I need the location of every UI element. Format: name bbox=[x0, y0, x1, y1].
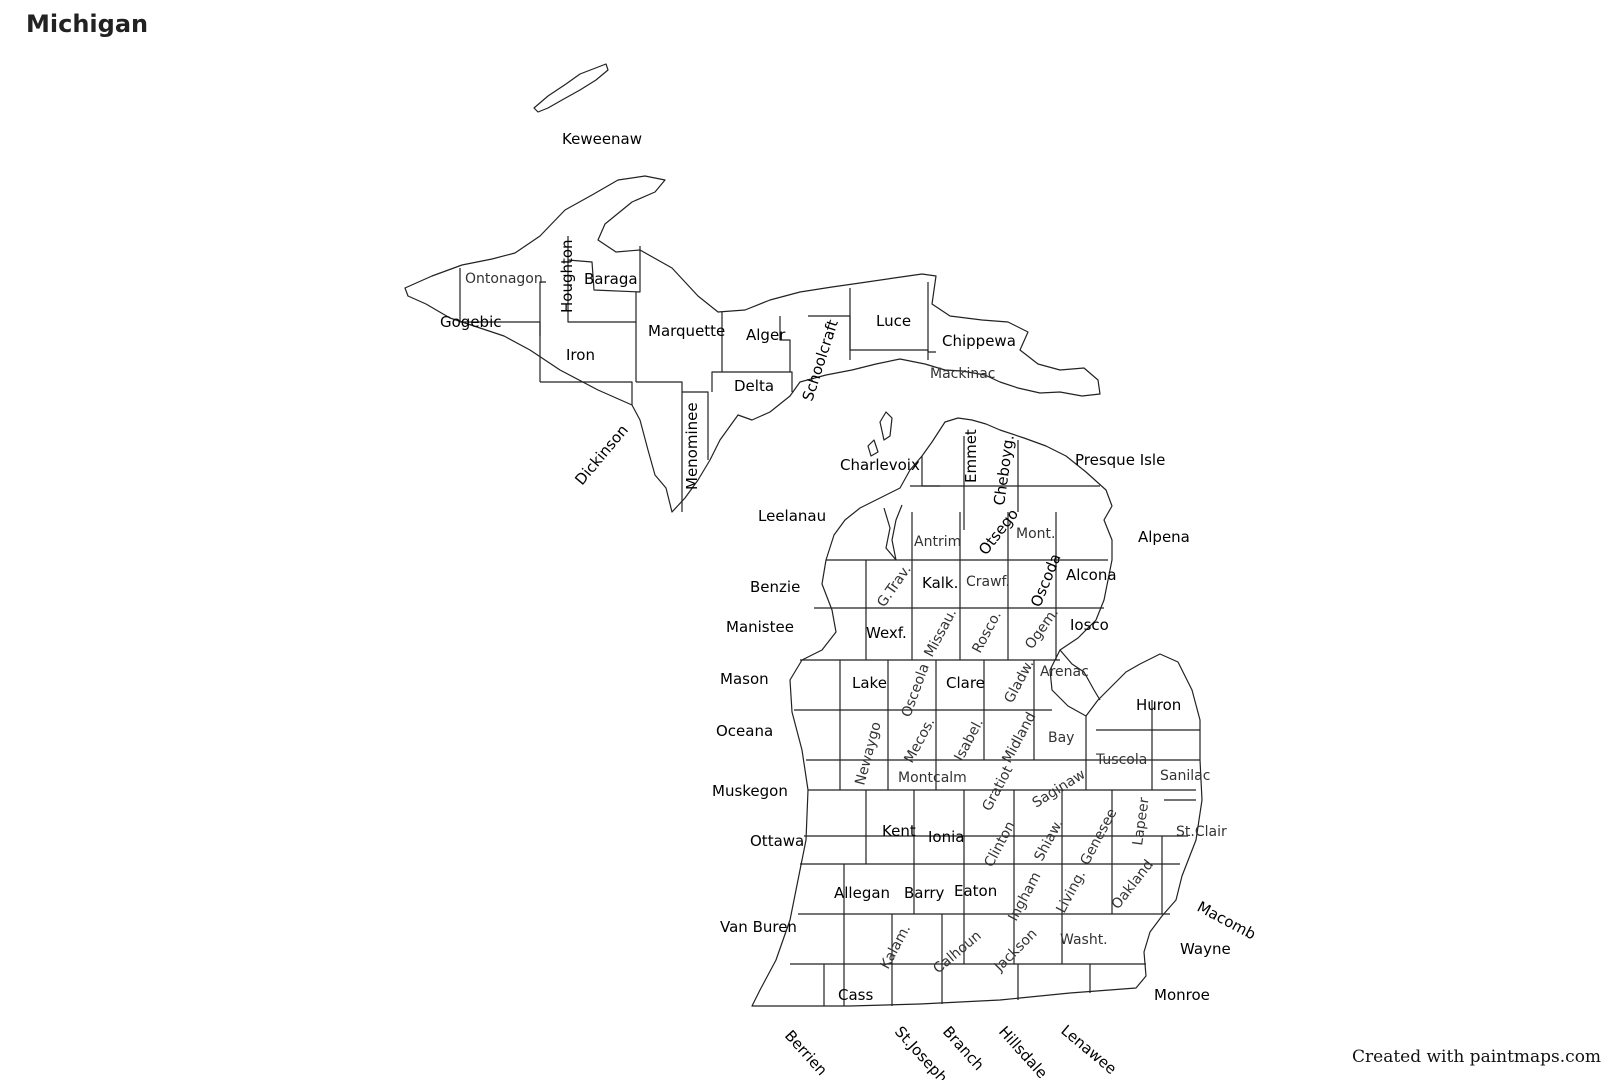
isle-royale-shape bbox=[533, 63, 609, 113]
county-label-ottawa: Ottawa bbox=[750, 832, 804, 850]
county-label-monroe: Monroe bbox=[1154, 986, 1210, 1004]
county-label-cheboyg: Cheboyg. bbox=[990, 434, 1018, 507]
county-label-charlevoix: Charlevoix bbox=[840, 456, 920, 474]
county-label-lenawee: Lenawee bbox=[1057, 1021, 1120, 1078]
county-label-manistee: Manistee bbox=[726, 618, 794, 636]
county-label-gogebic: Gogebic bbox=[440, 313, 502, 331]
county-label-living: Living. bbox=[1053, 868, 1089, 916]
county-label-stclair: St.Clair bbox=[1176, 824, 1227, 840]
county-label-benzie: Benzie bbox=[750, 578, 800, 596]
county-label-keweenaw: Keweenaw bbox=[562, 130, 642, 148]
county-label-mecos: Mecos. bbox=[901, 715, 938, 766]
county-label-baraga: Baraga bbox=[584, 270, 638, 288]
up-county-lines bbox=[459, 236, 936, 512]
county-label-alpena: Alpena bbox=[1138, 528, 1190, 546]
county-label-shiaw: Shiaw. bbox=[1031, 817, 1066, 864]
county-label-antrim: Antrim bbox=[914, 534, 961, 550]
county-label-iron: Iron bbox=[566, 346, 595, 364]
county-label-luce: Luce bbox=[876, 312, 911, 330]
county-label-crawf: Crawf. bbox=[966, 574, 1010, 590]
county-label-schoolcraft: Schoolcraft bbox=[799, 317, 842, 403]
county-label-dickinson: Dickinson bbox=[571, 421, 632, 488]
county-label-rosco: Rosco. bbox=[969, 608, 1004, 656]
county-label-jackson: Jackson bbox=[991, 926, 1041, 976]
county-label-lapeer: Lapeer bbox=[1130, 796, 1153, 846]
county-label-kent: Kent bbox=[882, 822, 916, 840]
county-label-leelanau: Leelanau bbox=[758, 507, 826, 525]
county-label-clinton: Clinton bbox=[981, 819, 1018, 870]
county-label-osceola: Osceola bbox=[899, 662, 933, 720]
county-label-chippewa: Chippewa bbox=[942, 332, 1016, 350]
county-label-midland: Midland bbox=[999, 710, 1039, 766]
county-label-lake: Lake bbox=[852, 674, 887, 692]
county-label-gtrav: G.Trav. bbox=[874, 562, 915, 610]
county-label-mont: Mont. bbox=[1016, 526, 1055, 542]
county-label-oakland: Oakland bbox=[1109, 857, 1157, 913]
county-label-kalk: Kalk. bbox=[922, 574, 958, 592]
county-label-ingham: Ingham bbox=[1005, 870, 1044, 924]
county-label-barry: Barry bbox=[904, 884, 945, 902]
county-label-eaton: Eaton bbox=[954, 882, 997, 900]
beaver-island-shape bbox=[879, 411, 893, 441]
county-label-berrien: Berrien bbox=[781, 1027, 831, 1080]
county-label-delta: Delta bbox=[734, 377, 774, 395]
county-label-cass: Cass bbox=[838, 986, 873, 1004]
county-label-branch: Branch bbox=[939, 1023, 988, 1074]
saginaw-bay-outline bbox=[1059, 649, 1101, 701]
county-label-alcona: Alcona bbox=[1066, 566, 1117, 584]
county-label-ionia: Ionia bbox=[928, 828, 964, 846]
county-label-wexf: Wexf. bbox=[866, 624, 907, 642]
county-label-montcalm: Montcalm bbox=[898, 770, 967, 786]
county-label-macomb: Macomb bbox=[1194, 898, 1259, 944]
county-label-clare: Clare bbox=[946, 674, 985, 692]
lp-county-lines bbox=[790, 436, 1200, 1006]
county-label-houghton: Houghton bbox=[558, 239, 576, 313]
county-label-marquette: Marquette bbox=[648, 322, 725, 340]
county-label-saginaw: Saginaw bbox=[1030, 766, 1089, 811]
county-label-otsego: Otsego bbox=[975, 505, 1022, 558]
county-label-oceana: Oceana bbox=[716, 722, 773, 740]
county-label-muskegon: Muskegon bbox=[712, 782, 788, 800]
county-label-missau: Missau. bbox=[921, 606, 960, 660]
map-title: Michigan bbox=[26, 10, 149, 38]
county-label-mackinac: Mackinac bbox=[930, 366, 996, 382]
county-label-allegan: Allegan bbox=[834, 884, 890, 902]
traverse-bay-outline bbox=[883, 504, 903, 561]
county-label-mason: Mason bbox=[720, 670, 769, 688]
county-label-menominee: Menominee bbox=[683, 402, 701, 490]
county-label-washt: Washt. bbox=[1060, 932, 1108, 948]
county-label-van-buren: Van Buren bbox=[720, 918, 797, 936]
county-label-isabel: Isabel. bbox=[951, 716, 987, 764]
county-label-tuscola: Tuscola bbox=[1095, 752, 1147, 768]
county-label-bay: Bay bbox=[1048, 730, 1074, 746]
county-labels: Keweenaw Ontonagon Houghton Baraga Gogeb… bbox=[440, 130, 1259, 1080]
county-label-wayne: Wayne bbox=[1180, 940, 1231, 958]
credit-text: Created with paintmaps.com bbox=[1352, 1047, 1602, 1067]
county-label-newaygo: Newaygo bbox=[852, 720, 884, 787]
county-label-sanilac: Sanilac bbox=[1160, 768, 1210, 784]
county-label-emmet: Emmet bbox=[962, 429, 980, 483]
county-label-ontonagon: Ontonagon bbox=[465, 271, 543, 287]
county-label-iosco: Iosco bbox=[1070, 616, 1109, 634]
county-label-presque-isle: Presque Isle bbox=[1075, 451, 1165, 469]
county-label-hillsdale: Hillsdale bbox=[995, 1023, 1051, 1080]
county-label-gladw: Gladw. bbox=[1001, 657, 1037, 706]
county-label-arenac: Arenac bbox=[1040, 664, 1089, 680]
upper-peninsula-outline bbox=[404, 175, 1101, 513]
county-label-huron: Huron bbox=[1136, 696, 1181, 714]
county-label-calhoun: Calhoun bbox=[930, 928, 984, 977]
county-label-gratiot: Gratiot bbox=[979, 763, 1016, 814]
county-label-alger: Alger bbox=[746, 326, 786, 344]
small-island-shape bbox=[867, 439, 879, 457]
county-label-genesee: Genesee bbox=[1077, 806, 1120, 868]
lower-peninsula-outline bbox=[751, 417, 1203, 1007]
